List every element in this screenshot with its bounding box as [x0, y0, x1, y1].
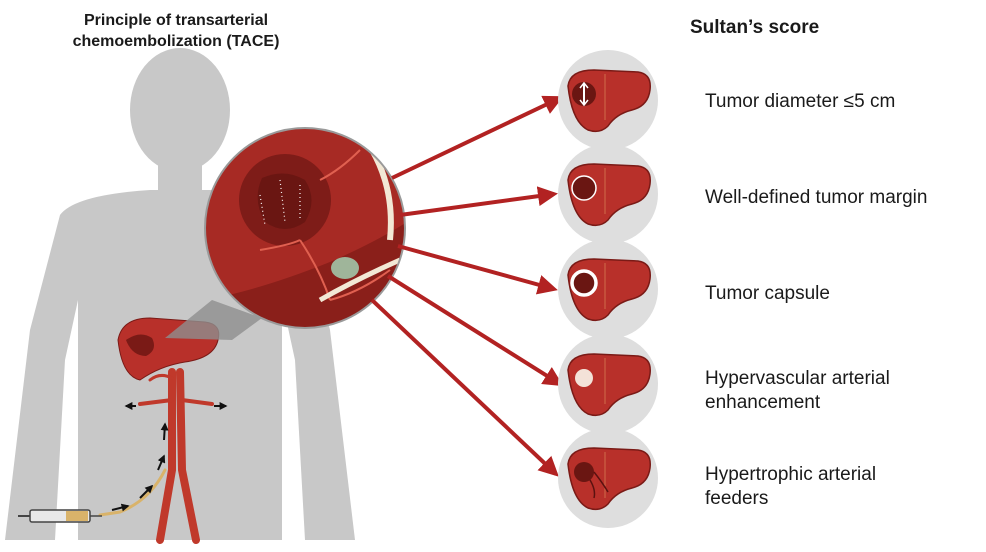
- criterion-icon-margin: [558, 144, 658, 244]
- sharp-margin-icon: [571, 175, 597, 201]
- criterion-label-line: Hypertrophic arterial: [705, 464, 877, 485]
- catheter-arrows: [111, 402, 228, 512]
- criterion-icon-diameter: [558, 50, 658, 150]
- criterion-label-line: enhancement: [705, 392, 821, 413]
- criterion-label-line: feeders: [705, 488, 769, 509]
- arrow-to-margin: [399, 186, 558, 217]
- criterion-label-line: Hypervascular arterial: [705, 368, 890, 389]
- criterion-icon-capsule: [558, 239, 658, 339]
- criterion-label-feeders: Hypertrophic arterial feeders: [705, 463, 876, 511]
- zoomed-liver-view: [204, 127, 406, 329]
- criterion-label-enhancement: Hypervascular arterial enhancement: [705, 367, 890, 415]
- arrow-to-feeders: [370, 298, 559, 477]
- sultans-score-title: Sultan’s score: [690, 17, 820, 38]
- arterial-tree: [98, 368, 214, 544]
- capsule-ring-icon: [570, 269, 598, 297]
- feeder-vessels-icon: [589, 471, 609, 499]
- title-line-1: Principle of transarterial: [83, 12, 269, 29]
- bright-spot-icon: [575, 369, 593, 387]
- zoom-cone: [165, 300, 262, 340]
- criterion-icon-enhancement: [558, 334, 658, 434]
- arrow-to-diameter: [391, 95, 564, 180]
- arrow-to-enhancement: [386, 274, 564, 387]
- criterion-label-line: Tumor capsule: [705, 283, 830, 304]
- criterion-label-line: Tumor diameter ≤5 cm: [705, 91, 896, 112]
- tace-principle-title: Principle of transarterial chemoemboliza…: [46, 10, 306, 52]
- criterion-icon-feeders: [558, 428, 658, 528]
- arrow-to-capsule: [397, 244, 558, 295]
- title-line-2: chemoembolization (TACE): [72, 33, 280, 50]
- syringe-icon: [18, 509, 102, 523]
- criterion-label-diameter: Tumor diameter ≤5 cm: [705, 90, 895, 114]
- criterion-label-capsule: Tumor capsule: [705, 282, 830, 306]
- criteria-arrows: [370, 95, 564, 477]
- criterion-label-line: Well-defined tumor margin: [705, 187, 928, 208]
- criterion-label-margin: Well-defined tumor margin: [705, 186, 927, 210]
